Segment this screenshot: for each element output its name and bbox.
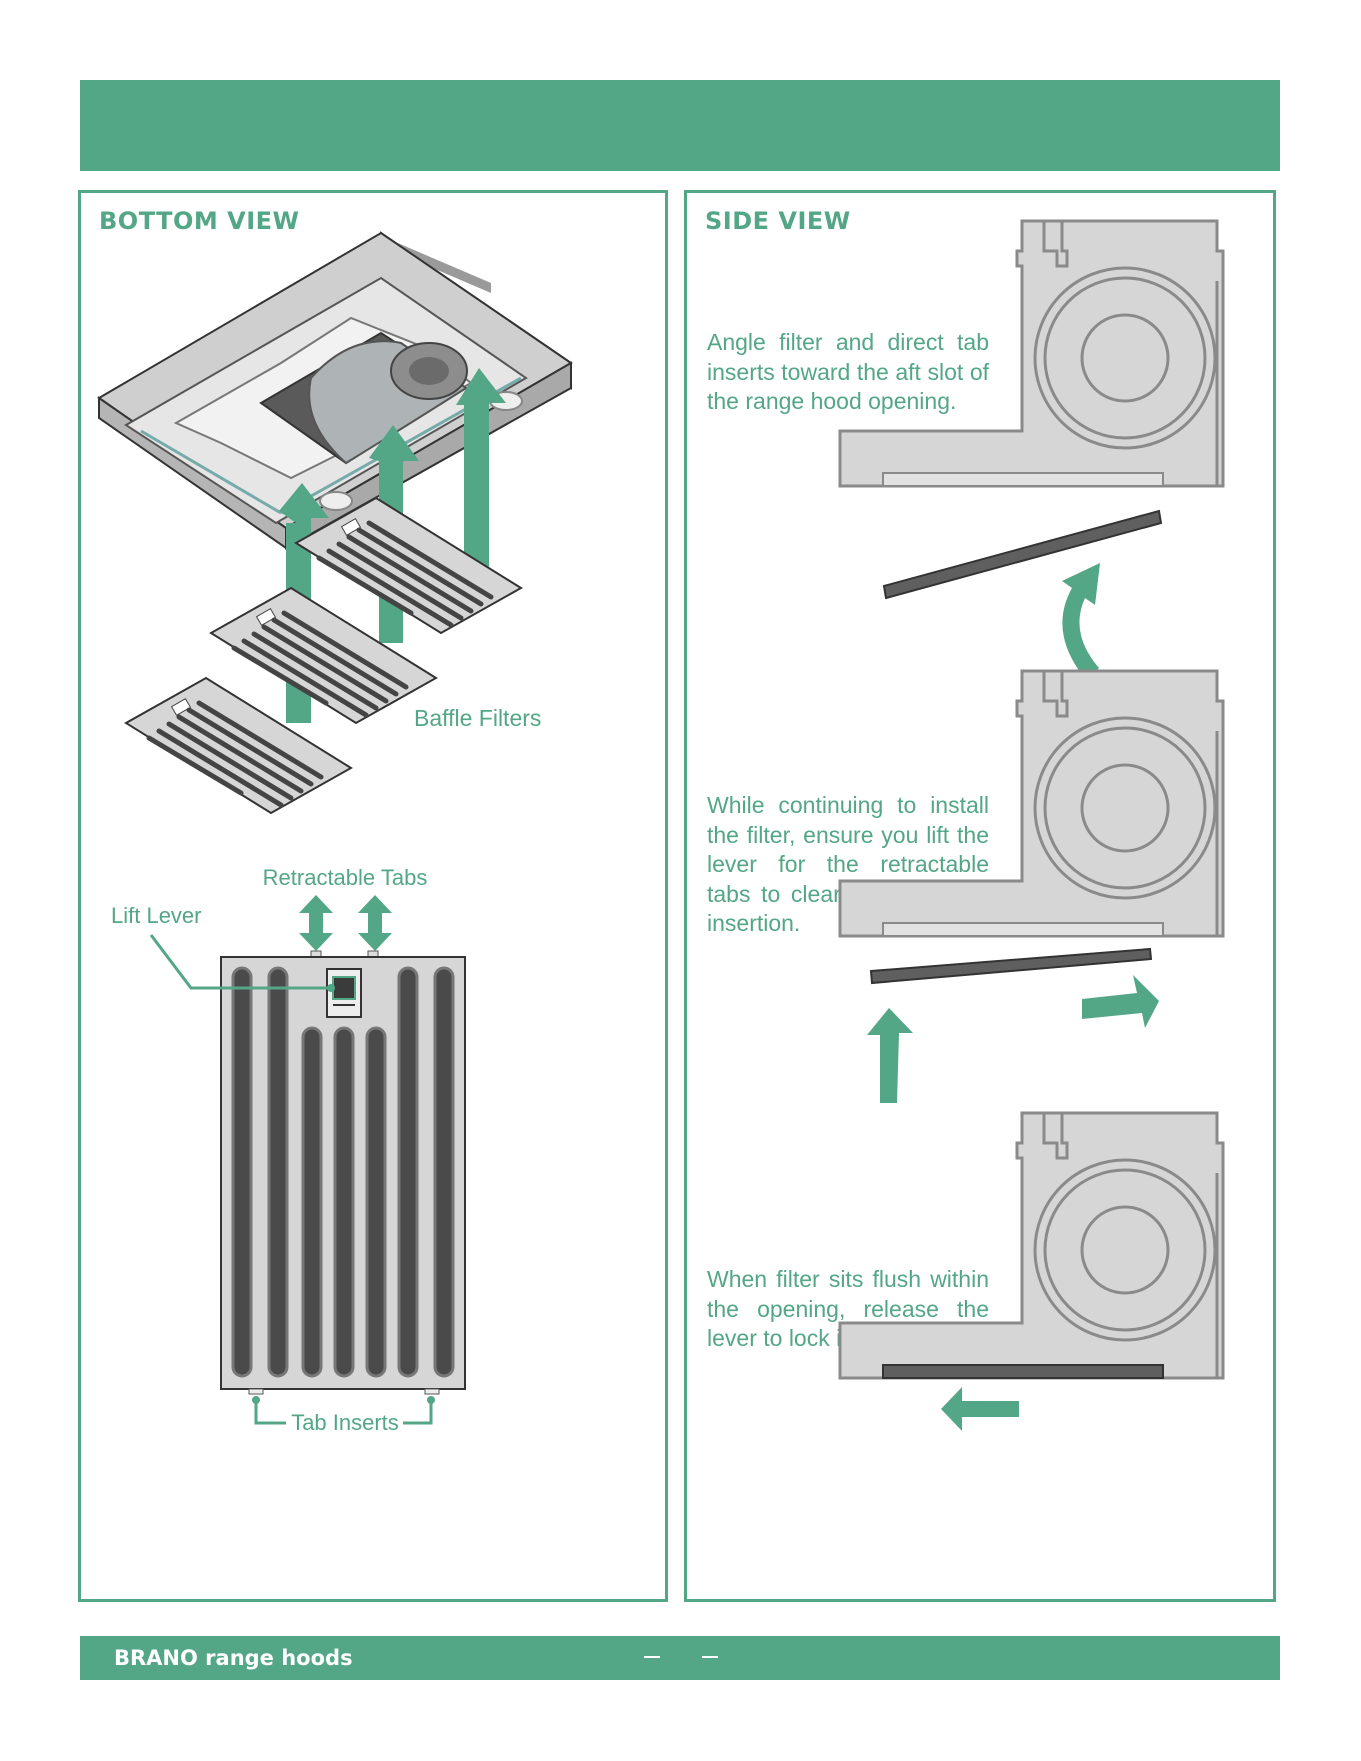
side-view-title: SIDE VIEW [705,207,851,235]
up-arrow-icon [867,1008,913,1103]
angled-filter [882,509,1163,600]
footer-band: BRANO range hoods [80,1636,1280,1680]
side-view-panel: SIDE VIEW Angle filter and direct tab in… [684,190,1276,1602]
baffle-filter-front [220,950,466,1395]
tab-inserts-callout [254,1399,433,1425]
bottom-view-title: BOTTOM VIEW [99,207,300,235]
up-down-arrow-icon [299,895,333,951]
baffle-filter-bottom [124,676,353,815]
side-step-3-hood [838,1111,1225,1380]
footer-dash [702,1656,718,1658]
left-arrow-icon [941,1387,1019,1431]
baffle-filter-middle [209,586,438,725]
tab-inserts-label: Tab Inserts [291,1410,399,1435]
side-step-2-hood [838,669,1225,938]
step-1-text: Angle filter and direct tab inserts towa… [707,329,989,414]
baffle-filter-top [294,496,523,635]
footer-dash [644,1656,660,1658]
lift-lever-leader [149,934,331,990]
retractable-tabs-arrows [299,895,392,951]
inserting-filter [869,947,1153,985]
side-step-1-hood [838,219,1225,488]
range-hood-illustration [97,231,573,550]
side-view-illustration [838,219,1225,1431]
right-arrow-icon [1082,975,1159,1028]
brand-name: BRANO range hoods [114,1646,353,1670]
seated-filter [882,1364,1164,1379]
bottom-view-panel: BOTTOM VIEW [78,190,668,1602]
lift-lever-label: Lift Lever [111,903,202,928]
up-arrow-icon [456,368,506,583]
header-band [80,80,1280,171]
retractable-tabs-label: Retractable Tabs [263,865,428,890]
bottom-view-illustration: Baffle Filters Retractable Tabs Lift Lev… [97,231,573,1435]
up-down-arrow-icon [358,895,392,951]
rotate-arrow-icon [1062,563,1100,681]
baffle-filters-label: Baffle Filters [414,705,541,731]
